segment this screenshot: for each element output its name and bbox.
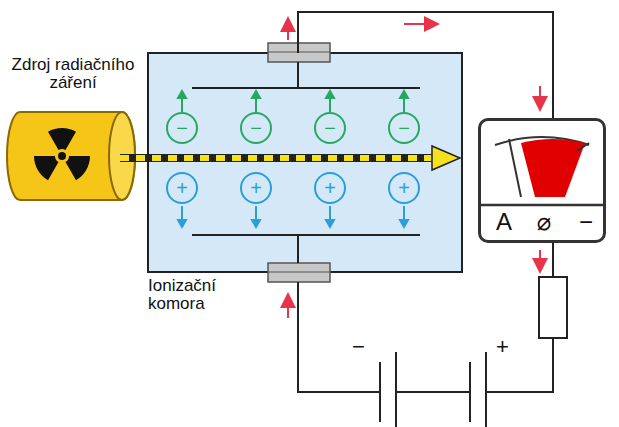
electrode-plate xyxy=(192,87,420,89)
positive-ion: + xyxy=(166,172,198,204)
ion-sign: + xyxy=(398,178,410,198)
node-label: Ionizační komora xyxy=(148,277,244,313)
wire xyxy=(298,243,553,392)
wire-connector xyxy=(298,12,553,118)
ionization-chamber: Ionizační komora−−−−++++ xyxy=(148,53,462,272)
ion-sign: + xyxy=(250,178,262,198)
drift-arrows xyxy=(178,206,408,227)
ion-sign: − xyxy=(324,118,336,138)
ion-sign: + xyxy=(324,178,336,198)
ammeter: A ⌀− xyxy=(478,118,606,243)
battery-symbol xyxy=(380,352,486,427)
negative-ion: − xyxy=(314,112,346,144)
meter-label: − xyxy=(571,209,601,234)
electrode-plate xyxy=(192,234,420,236)
negative-ion: − xyxy=(240,112,272,144)
radiation-beam xyxy=(120,146,460,170)
polarity-sign: + xyxy=(496,336,509,358)
positive-ion: + xyxy=(314,172,346,204)
radiation-source xyxy=(7,112,135,200)
source-node: Zdroj radiačního záření xyxy=(8,56,138,202)
ion-sign: − xyxy=(250,118,262,138)
ion-sign: − xyxy=(398,118,410,138)
terminal xyxy=(268,263,330,282)
resistor-symbol xyxy=(539,277,567,338)
negative-ion: − xyxy=(166,112,198,144)
positive-ion: + xyxy=(388,172,420,204)
negative-ion: − xyxy=(388,112,420,144)
positive-ion: + xyxy=(240,172,272,204)
ion-sign: + xyxy=(176,178,188,198)
meter-label: ⌀ xyxy=(529,209,559,234)
meter-label: A xyxy=(489,209,519,234)
ion-sign: − xyxy=(176,118,188,138)
polarity-sign: − xyxy=(352,336,365,358)
drift-arrows xyxy=(178,91,408,112)
node-label: Zdroj radiačního záření xyxy=(8,56,138,92)
chamber-body xyxy=(148,53,462,272)
